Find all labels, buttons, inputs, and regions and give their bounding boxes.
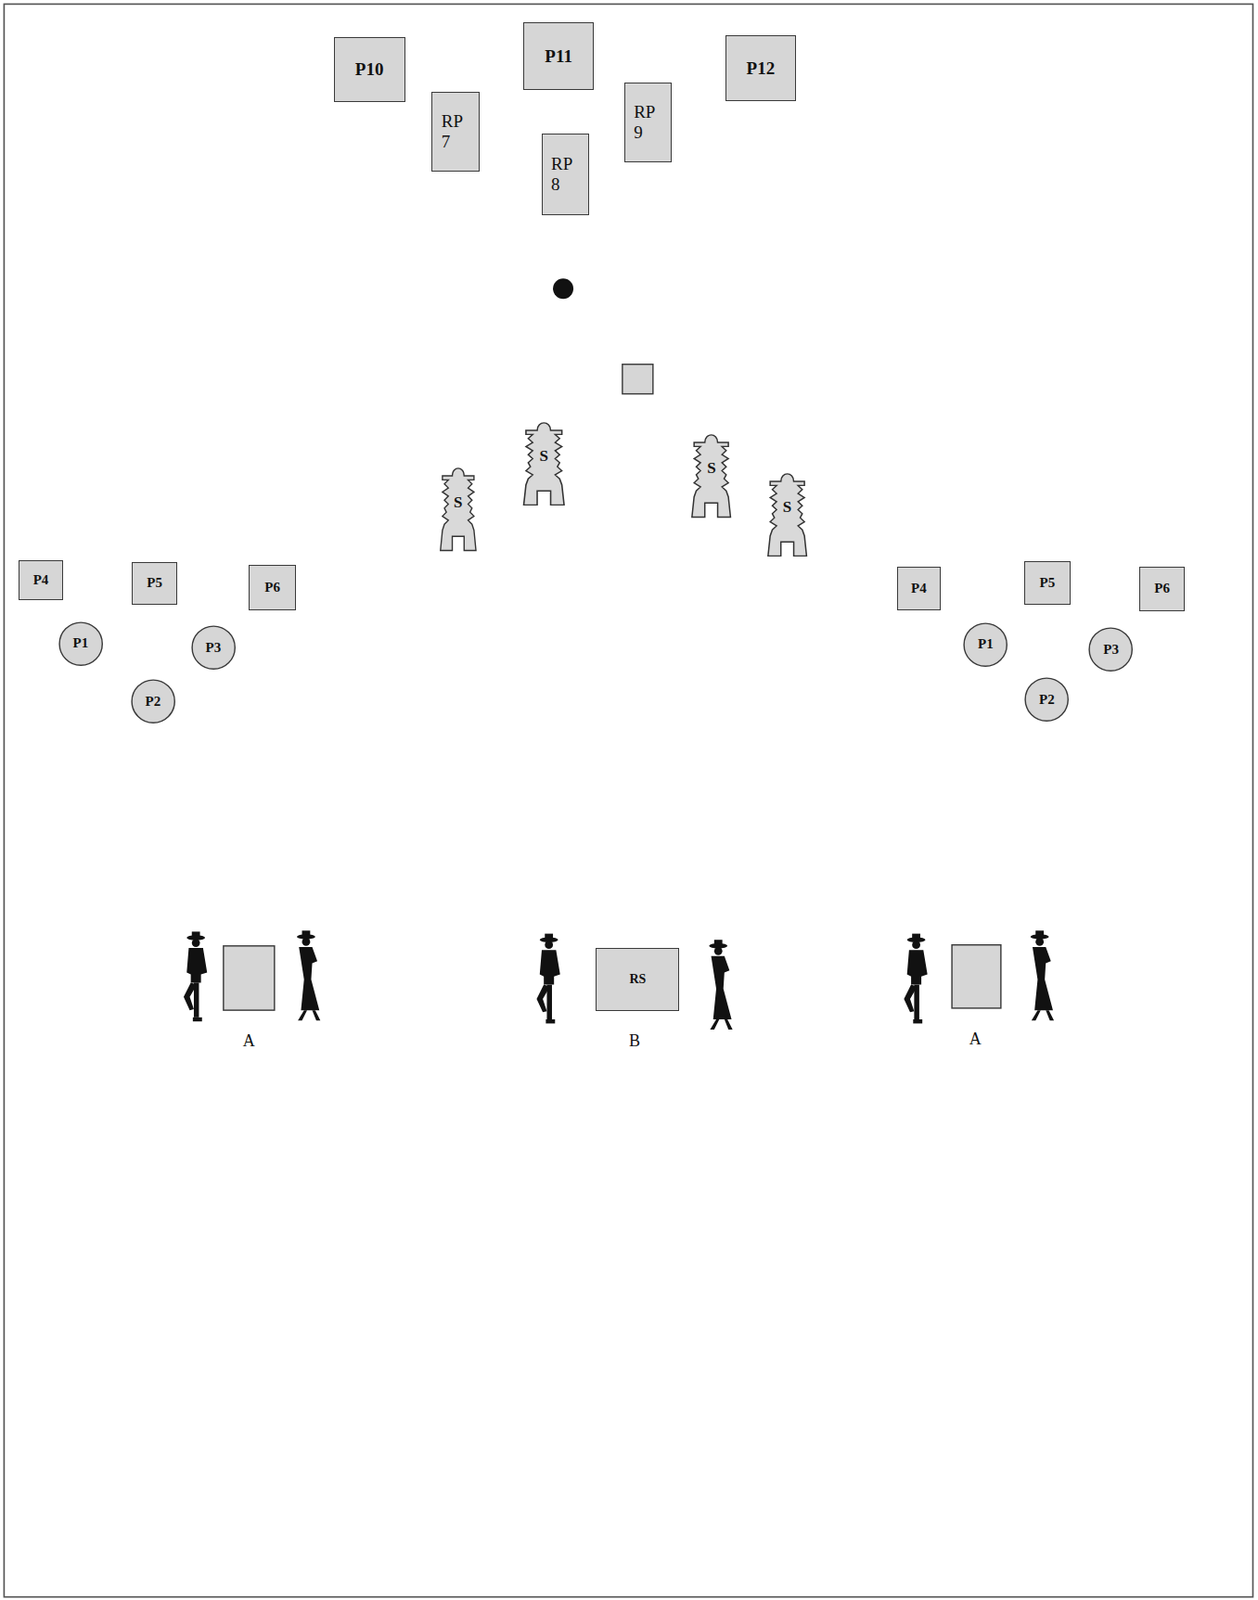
target-label: S <box>783 498 792 517</box>
shooter-target: S <box>755 469 820 558</box>
target-box: P10 <box>333 37 406 103</box>
target-label: P4 <box>911 580 927 597</box>
target-label: P12 <box>746 58 776 79</box>
target-box: P5 <box>131 562 178 605</box>
target-label: P6 <box>1154 580 1170 597</box>
position-circle: P1 <box>58 621 103 667</box>
position-label: B <box>629 1030 641 1051</box>
target-label: P1 <box>977 636 994 653</box>
target-label: P1 <box>73 635 90 652</box>
target-box: RP 8 <box>541 133 590 216</box>
cowboy-figure <box>536 934 560 1025</box>
target-label: S <box>539 447 548 466</box>
target-box: P11 <box>523 22 594 90</box>
target-label: P11 <box>544 46 573 67</box>
target-label: P2 <box>1039 692 1055 708</box>
target-label: RP 8 <box>551 154 579 195</box>
target-label: S <box>706 459 716 478</box>
page-frame <box>3 3 1253 1597</box>
shooter-target: S <box>510 418 578 507</box>
target-label: P4 <box>33 572 50 589</box>
target-box: RP 7 <box>431 91 480 172</box>
shooter-target: S <box>428 463 488 552</box>
cowgirl-figure <box>296 930 321 1021</box>
target-box: RP 9 <box>624 82 672 163</box>
cowgirl-figure <box>1030 930 1054 1021</box>
target-label: RS <box>629 972 646 988</box>
small-box <box>622 364 654 395</box>
cowboy-figure <box>183 931 207 1022</box>
shooter-target: S <box>679 430 744 519</box>
cowboy-figure <box>903 934 927 1025</box>
table-box <box>223 946 275 1011</box>
target-label: P10 <box>355 59 385 80</box>
target-box: P6 <box>1139 566 1184 611</box>
target-label: P3 <box>1103 641 1119 658</box>
table-box <box>951 945 1002 1009</box>
target-box: P6 <box>248 564 296 610</box>
position-circle: P3 <box>1088 627 1133 672</box>
position-circle: P2 <box>130 679 176 724</box>
target-label: P2 <box>145 693 162 710</box>
position-label: A <box>969 1028 982 1049</box>
position-circle: P2 <box>1024 677 1069 722</box>
start-dot <box>552 278 574 299</box>
target-label: S <box>453 493 463 513</box>
position-label: A <box>243 1030 256 1051</box>
target-box: P5 <box>1024 561 1070 605</box>
target-label: P3 <box>205 640 221 656</box>
target-label: P5 <box>146 575 163 591</box>
target-box: P12 <box>725 35 796 101</box>
position-circle: P3 <box>191 625 236 670</box>
cowgirl-figure <box>708 939 732 1030</box>
target-label: RP 7 <box>441 111 470 153</box>
target-box: RS <box>595 948 680 1012</box>
target-box: P4 <box>897 566 941 610</box>
target-label: P5 <box>1039 575 1056 591</box>
target-label: P6 <box>264 579 281 596</box>
target-label: RP 9 <box>633 102 662 143</box>
target-box: P4 <box>18 560 64 601</box>
position-circle: P1 <box>962 622 1008 668</box>
